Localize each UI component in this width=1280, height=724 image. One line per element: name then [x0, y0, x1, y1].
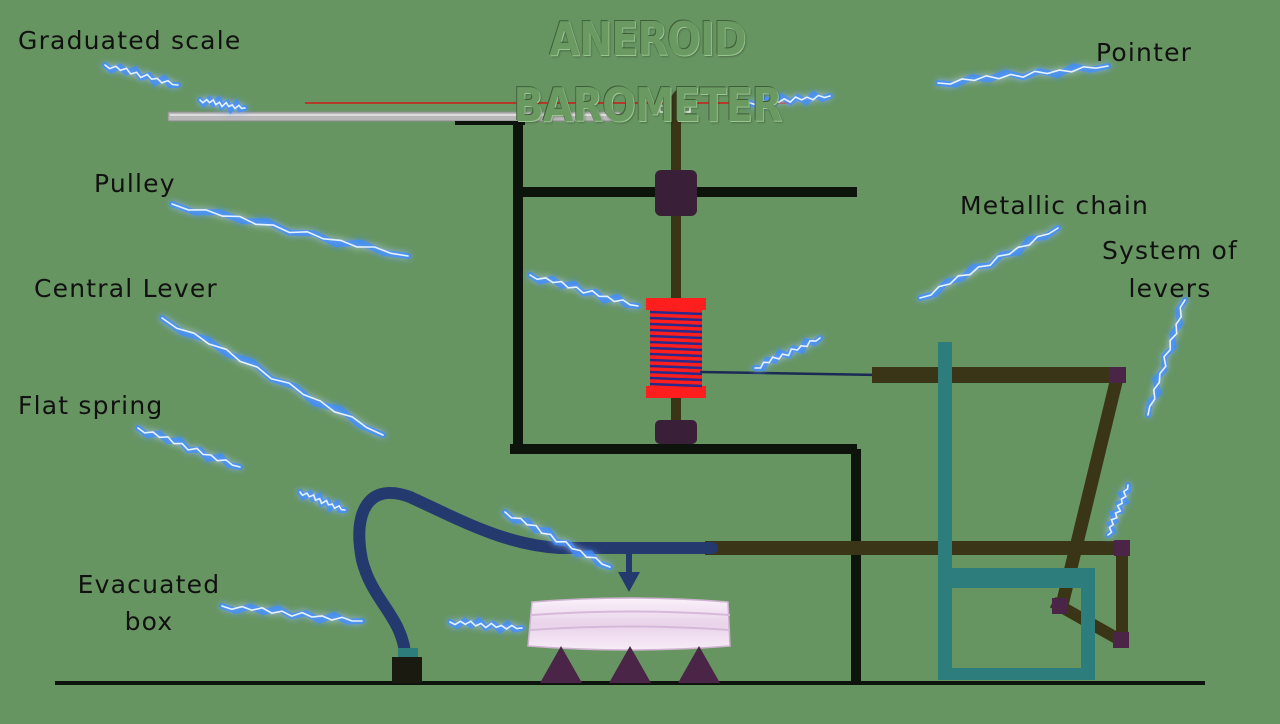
arrow-pointer [935, 63, 1111, 88]
label-metallic-chain: Metallic chain [960, 191, 1150, 220]
label-system-of-levers-line2: levers [1128, 274, 1212, 303]
coil-winding [649, 376, 703, 382]
lever-stand [938, 342, 1095, 680]
central-lever [353, 486, 718, 658]
shaft-bearing-bottom [655, 420, 697, 444]
label-flat-spring: Flat spring [18, 391, 164, 420]
connecting-rod [618, 548, 640, 592]
coil-winding [649, 328, 703, 334]
arrow-graduated-scale-core [104, 64, 179, 86]
coil-winding [649, 364, 703, 370]
arrow-system-of-levers-core [1147, 299, 1186, 416]
label-central-lever: Central Lever [34, 274, 218, 303]
arrow-metallic-chain [917, 225, 1061, 301]
coil-winding [649, 310, 703, 316]
arrow-box-tip-core [449, 620, 523, 630]
arrow-pointer-core [937, 65, 1109, 85]
lever-joints [1052, 367, 1130, 648]
arrow-central-lever [159, 315, 386, 438]
arrow-lever-tip [297, 489, 348, 514]
metallic-chain [699, 370, 881, 377]
arrow-levers-tip-core [1107, 484, 1129, 536]
diagram-title: ANEROID BAROMETER [513, 12, 783, 132]
arrow-lever-tip-core [299, 491, 346, 511]
glow-arrows [102, 62, 1188, 635]
arrow-lever-tip-2-core [504, 511, 611, 568]
shaft-bearing-top [655, 170, 697, 216]
spring-anchor [398, 648, 418, 658]
arrow-flat-spring [135, 425, 243, 470]
box-supports [540, 646, 720, 683]
system-of-levers [705, 367, 1129, 649]
coil-winding [649, 352, 703, 358]
label-pulley: Pulley [94, 169, 176, 198]
label-evacuated-box: Evacuated box [44, 567, 254, 640]
arrow-scale-tip-core [199, 98, 246, 110]
arrow-levers-tip [1105, 482, 1131, 538]
arrow-system-of-levers [1145, 297, 1188, 418]
coil-winding [649, 382, 703, 388]
arrow-pulley-tip-core [529, 274, 639, 307]
arrow-pulley-core [171, 203, 409, 257]
arrow-chain-tip [752, 335, 823, 371]
evacuated-box [527, 597, 731, 651]
arrow-flat-spring-core [137, 427, 241, 468]
spring-base [392, 657, 422, 683]
pointer-shaft [655, 90, 697, 444]
coil-winding [649, 370, 703, 376]
coil-winding [649, 316, 703, 322]
arrow-chain-tip-core [754, 337, 821, 369]
arrow-metallic-chain-core [919, 227, 1059, 299]
pulley [646, 298, 706, 398]
arrow-pulley [169, 201, 411, 259]
arrow-central-lever-core [161, 317, 384, 436]
arrow-pointer-tip-core [749, 94, 831, 106]
arrow-graduated-scale [102, 62, 181, 88]
label-evacuated-box-line2: box [124, 607, 174, 636]
coil-winding [649, 322, 703, 328]
coil-winding [649, 358, 703, 364]
coil-winding [649, 334, 703, 340]
arrow-pulley-tip [527, 272, 641, 309]
arrow-evacuated-box-core [221, 605, 363, 622]
coil-winding [649, 346, 703, 352]
label-pointer: Pointer [1096, 38, 1193, 67]
label-evacuated-box-line1: Evacuated [77, 570, 221, 599]
label-system-of-levers: System of levers [1070, 233, 1270, 307]
label-system-of-levers-line1: System of [1101, 236, 1239, 265]
coil-winding [649, 340, 703, 346]
label-graduated-scale: Graduated scale [18, 26, 242, 55]
